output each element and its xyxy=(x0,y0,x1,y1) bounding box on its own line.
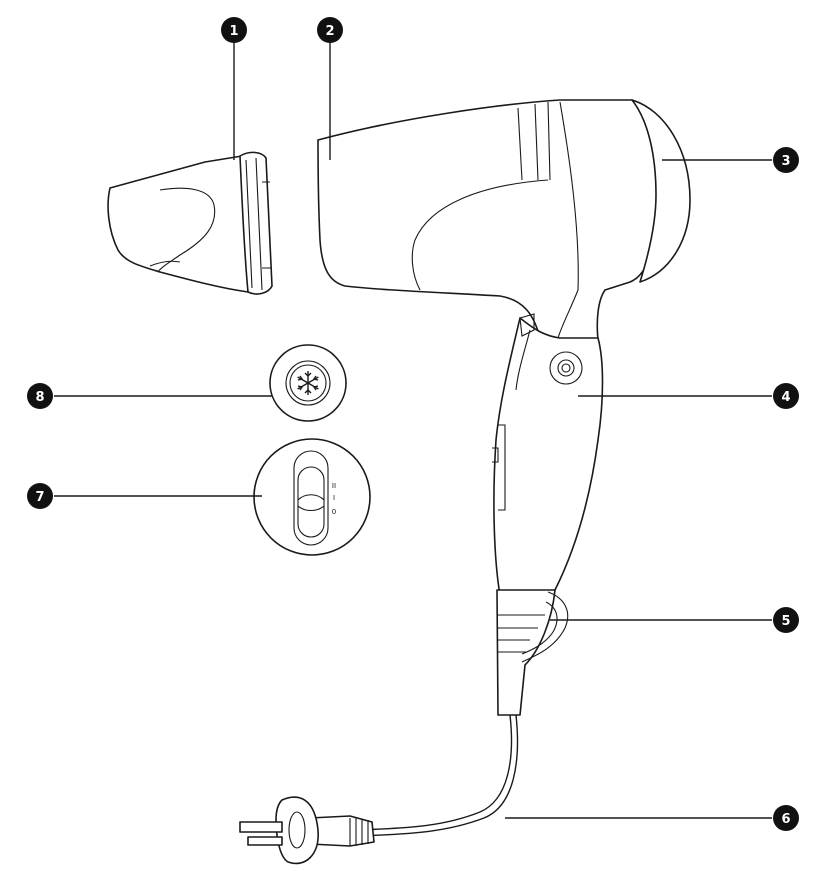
snowflake-icon xyxy=(297,371,319,395)
speed-switch-detail: II I 0 xyxy=(253,438,371,556)
air-intake-cover xyxy=(631,99,691,283)
callout-badge-4: 4 xyxy=(773,383,799,409)
callout-badge-6: 6 xyxy=(773,805,799,831)
callout-badge-7: 7 xyxy=(27,483,53,509)
cool-shot-detail xyxy=(269,344,347,422)
svg-text:2: 2 xyxy=(325,24,334,39)
power-cord-plug xyxy=(239,714,519,865)
svg-text:3: 3 xyxy=(781,154,790,169)
switch-mark-low: I xyxy=(333,494,335,502)
hanging-loop xyxy=(496,589,569,716)
svg-text:6: 6 xyxy=(781,812,790,827)
callout-badge-1: 1 xyxy=(221,17,247,43)
svg-text:1: 1 xyxy=(229,24,238,39)
callout-badge-5: 5 xyxy=(773,607,799,633)
folding-handle xyxy=(492,313,604,596)
concentrator-nozzle xyxy=(107,151,273,295)
callout-badge-3: 3 xyxy=(773,147,799,173)
callout-badge-8: 8 xyxy=(27,383,53,409)
switch-mark-high: II xyxy=(332,482,336,490)
switch-mark-off: 0 xyxy=(332,508,336,516)
dryer-body xyxy=(317,99,661,341)
leader-lines xyxy=(54,42,772,819)
svg-text:5: 5 xyxy=(781,614,790,629)
callout-badge-2: 2 xyxy=(317,17,343,43)
svg-text:4: 4 xyxy=(781,390,790,405)
svg-text:8: 8 xyxy=(35,390,44,405)
svg-text:7: 7 xyxy=(35,490,44,505)
